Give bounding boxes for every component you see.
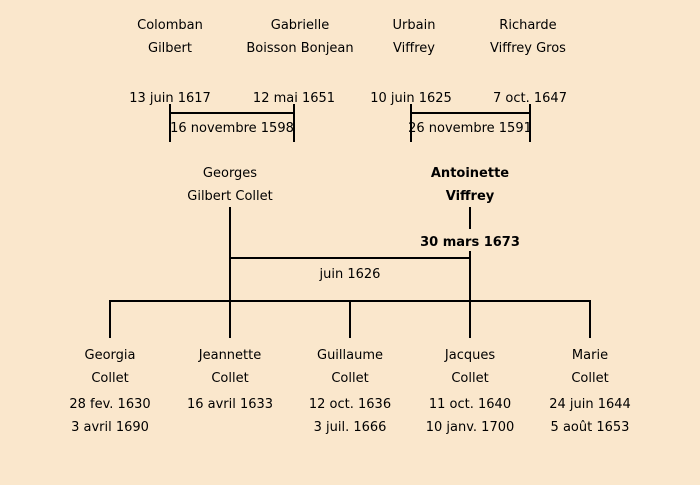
- person-first-name: Richarde: [499, 18, 557, 33]
- person-last-name: Boisson Bonjean: [246, 41, 354, 56]
- person-last-name: Viffrey: [393, 41, 435, 56]
- person-last-name: Viffrey: [445, 189, 495, 204]
- descent-line: [229, 257, 231, 338]
- marriage-line: [229, 257, 471, 259]
- birth-date: 12 oct. 1636: [308, 397, 392, 412]
- person-date: 13 juin 1617: [129, 91, 211, 106]
- person-dates: 11 oct. 1640 10 janv. 1700: [426, 393, 515, 439]
- death-date: 10 janv. 1700: [425, 420, 515, 435]
- birth-date: 24 juin 1644: [549, 397, 631, 412]
- person-last-name: Collet: [571, 371, 609, 386]
- person-last-name: Collet: [451, 371, 489, 386]
- death-date: 3 juil. 1666: [313, 420, 387, 435]
- death-date: 3 avril 1690: [71, 420, 149, 435]
- descent-line: [589, 300, 591, 338]
- person-dates: 24 juin 1644 5 août 1653: [549, 393, 631, 439]
- death-date: 5 août 1653: [550, 420, 630, 435]
- person-child-3: Guillaume Collet: [317, 344, 383, 390]
- person-first-name: Marie: [571, 348, 609, 363]
- person-first-name: Georges: [202, 166, 258, 181]
- person-first-name: Colomban: [137, 18, 203, 33]
- descent-line: [229, 207, 231, 258]
- person-grandparent-3: Urbain Viffrey: [393, 14, 436, 60]
- person-dates: 16 avril 1633: [187, 393, 273, 416]
- marriage-line: [410, 112, 531, 114]
- person-child-1: Georgia Collet: [85, 344, 136, 390]
- person-dates: 12 oct. 1636 3 juil. 1666: [309, 393, 391, 439]
- person-first-name: Antoinette: [430, 166, 510, 181]
- marriage-date-left: 16 novembre 1598: [170, 121, 294, 136]
- person-dates: 28 fev. 1630 3 avril 1690: [69, 393, 150, 439]
- person-first-name: Jacques: [444, 348, 496, 363]
- descent-line: [169, 104, 171, 142]
- marriage-date-center: juin 1626: [319, 267, 381, 282]
- descent-line: [349, 300, 351, 338]
- person-child-5: Marie Collet: [571, 344, 608, 390]
- marriage-line: [169, 112, 295, 114]
- person-grandparent-2: Gabrielle Boisson Bonjean: [246, 14, 353, 60]
- descent-line: [469, 251, 471, 258]
- descent-line: [293, 104, 295, 142]
- person-mother: Antoinette Viffrey: [431, 162, 509, 208]
- person-last-name: Gilbert: [148, 41, 192, 56]
- person-first-name: Guillaume: [316, 348, 384, 363]
- person-first-name: Urbain: [392, 18, 436, 33]
- descent-line: [469, 207, 471, 229]
- person-last-name: Collet: [211, 371, 249, 386]
- person-child-2: Jeannette Collet: [199, 344, 261, 390]
- person-date: 30 mars 1673: [420, 235, 520, 250]
- descent-line: [469, 257, 471, 338]
- person-date: 12 mai 1651: [252, 91, 336, 106]
- birth-date: 28 fev. 1630: [69, 397, 151, 412]
- person-grandparent-4: Richarde Viffrey Gros: [490, 14, 566, 60]
- person-last-name: Gilbert Collet: [187, 189, 273, 204]
- person-father: Georges Gilbert Collet: [187, 162, 272, 208]
- marriage-date-right: 26 novembre 1591: [408, 121, 532, 136]
- person-first-name: Gabrielle: [270, 18, 330, 33]
- birth-date: 16 avril 1633: [186, 397, 274, 412]
- descent-line: [529, 104, 531, 142]
- person-child-4: Jacques Collet: [445, 344, 495, 390]
- person-date: 7 oct. 1647: [493, 91, 567, 106]
- person-first-name: Jeannette: [198, 348, 262, 363]
- descent-line: [109, 300, 111, 338]
- person-last-name: Viffrey Gros: [490, 41, 566, 56]
- person-grandparent-1: Colomban Gilbert: [137, 14, 203, 60]
- descent-line: [410, 104, 412, 142]
- person-date: 10 juin 1625: [370, 91, 452, 106]
- person-last-name: Collet: [331, 371, 369, 386]
- birth-date: 11 oct. 1640: [428, 397, 512, 412]
- person-last-name: Collet: [91, 371, 129, 386]
- person-first-name: Georgia: [84, 348, 136, 363]
